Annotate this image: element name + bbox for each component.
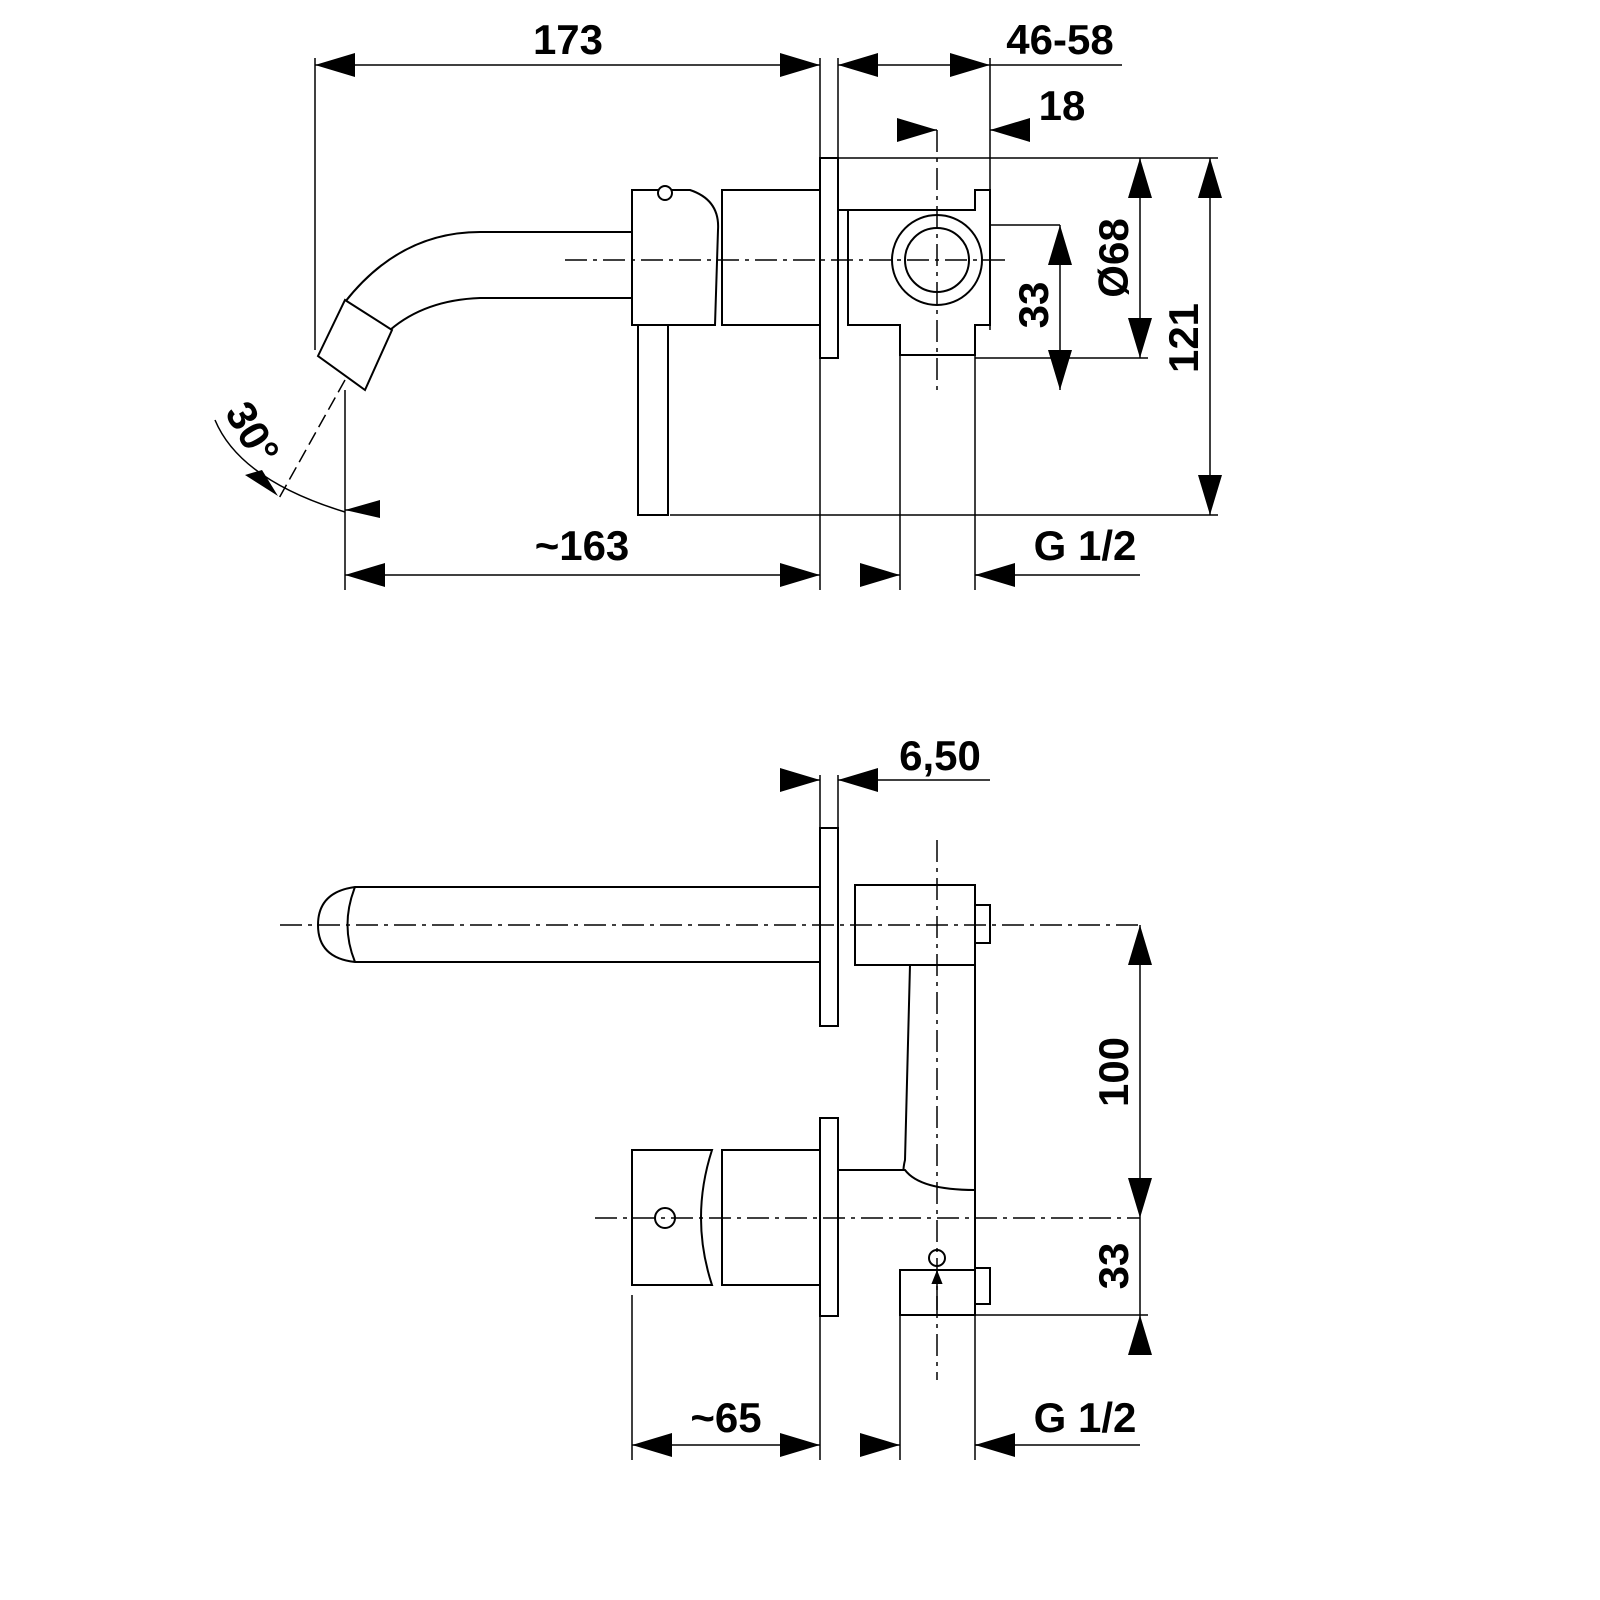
- dimension-33-front: 33: [1090, 1218, 1152, 1355]
- dimension-angle-30: 30°: [214, 379, 346, 513]
- dim-label: 121: [1160, 303, 1207, 373]
- dim-label: G 1/2: [1034, 1394, 1137, 1441]
- dim-label: 173: [533, 16, 603, 63]
- dimension-g12-front: G 1/2: [860, 1394, 1140, 1457]
- dimension-173: 173: [315, 16, 820, 77]
- dimension-6-50: 6,50: [780, 732, 990, 792]
- dim-label: 18: [1039, 82, 1086, 129]
- dimension-100: 100: [1090, 925, 1152, 1218]
- dimension-g12-top: G 1/2: [860, 522, 1140, 587]
- dimension-46-58: 46-58: [838, 16, 1122, 77]
- front-view: 6,50 100 33 ~65 G 1/2: [280, 732, 1152, 1460]
- dim-label: ~65: [690, 1394, 761, 1441]
- dim-label: 33: [1010, 282, 1057, 329]
- dimension-121: 121: [1160, 158, 1222, 515]
- dim-label: 6,50: [899, 732, 981, 779]
- dimension-diameter-68: Ø68: [1090, 158, 1152, 358]
- dim-label: Ø68: [1090, 218, 1137, 297]
- top-view: 173 46-58 18 33 Ø68 121 ~163 G 1/2: [214, 16, 1222, 590]
- dim-label: 33: [1090, 1243, 1137, 1290]
- dim-label: 100: [1090, 1037, 1137, 1107]
- dim-label: 46-58: [1006, 16, 1113, 63]
- dimension-65: ~65: [632, 1394, 820, 1457]
- dimension-163: ~163: [345, 500, 820, 587]
- dimension-18: 18: [897, 82, 1086, 142]
- dim-label: 30°: [216, 393, 288, 472]
- dim-label: ~163: [535, 522, 630, 569]
- dim-label: G 1/2: [1034, 522, 1137, 569]
